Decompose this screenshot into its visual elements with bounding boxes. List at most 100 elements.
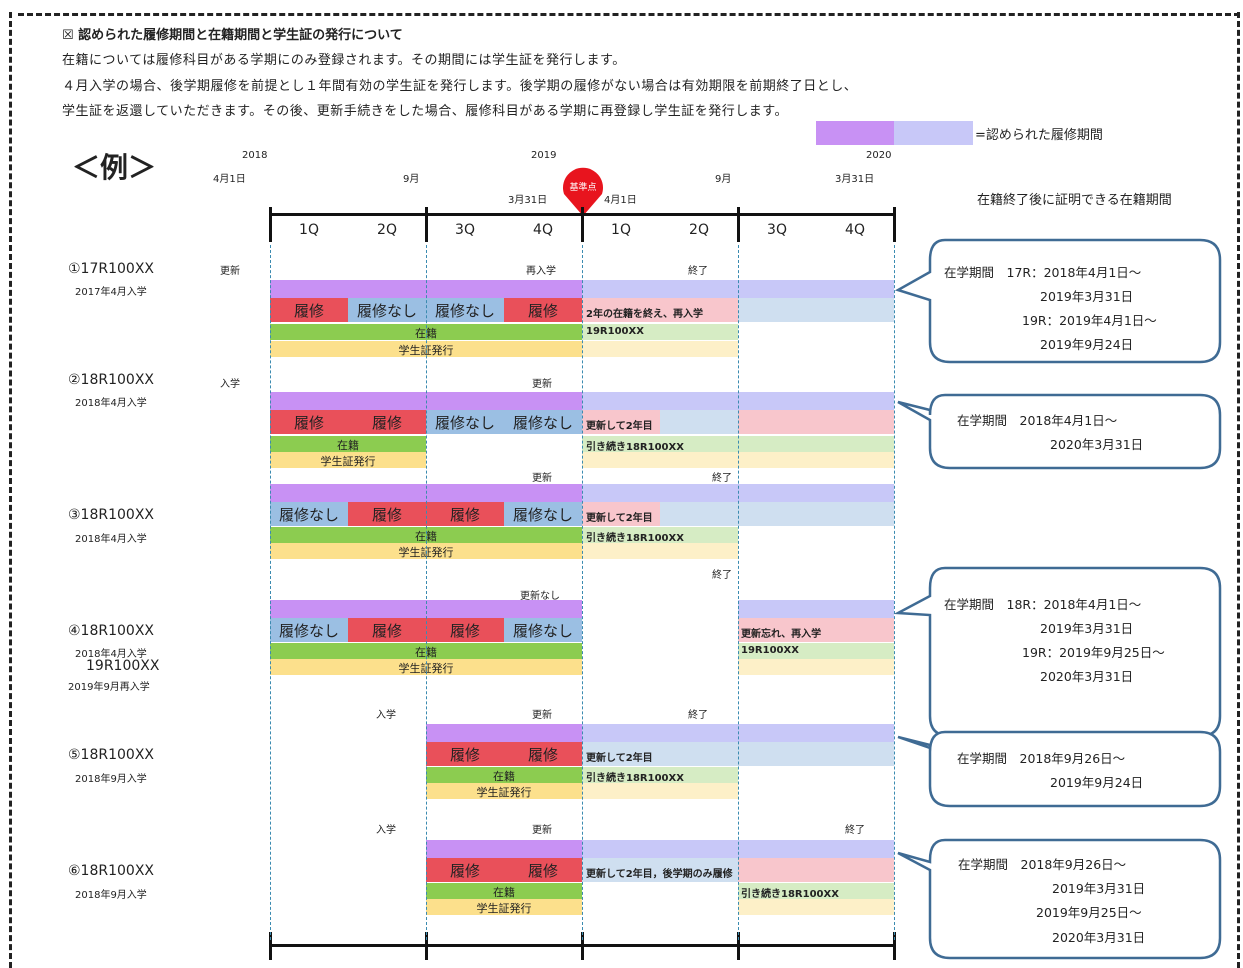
- paragraph-3: 学生証を返還していただきます。その後、更新手続きをした場合、履修科目がある学期に…: [62, 104, 789, 119]
- tick: [737, 932, 740, 960]
- right-column-header: 在籍終了後に証明できる在籍期間: [977, 193, 1172, 208]
- future-rishu-block: [738, 410, 894, 434]
- event-label: 更新: [532, 379, 552, 390]
- event-label: 更新: [220, 266, 240, 277]
- note: 引き続き18R100XX: [741, 889, 839, 900]
- date-mar31-2020: 3月31日: [835, 174, 875, 185]
- student-name: ①17R100XX: [68, 261, 154, 277]
- note: 19R100XX: [741, 645, 799, 656]
- quarter-label: 3Q: [455, 222, 475, 238]
- id-card-label: 学生証発行: [476, 902, 532, 915]
- callout-4-line-1: 在学期間 18R：2018年4月1日～: [944, 597, 1142, 612]
- event-label: 終了: [688, 266, 708, 277]
- quarter-label: 2Q: [689, 222, 709, 238]
- no-rishu-block: 履修なし: [270, 502, 348, 526]
- frame-top-border: [18, 13, 1240, 16]
- event-label: 終了: [688, 710, 708, 721]
- rishu-block: 履修: [504, 298, 582, 322]
- future-block: [660, 502, 894, 526]
- rishu-block: 履修: [348, 618, 426, 642]
- id-card-label: 学生証発行: [476, 786, 532, 799]
- student-entry: 2018年4月入学: [75, 398, 147, 409]
- base-point-marker-icon: [563, 167, 603, 216]
- guide-line: [894, 245, 895, 940]
- event-label: 再入学: [526, 266, 556, 277]
- student-name: ③18R100XX: [68, 507, 154, 523]
- callout-2: [897, 393, 1222, 470]
- tick: [893, 207, 896, 242]
- student-name-2: 19R100XX: [86, 658, 160, 674]
- legend-swatch-light: [894, 121, 973, 145]
- tick: [269, 932, 272, 960]
- event-label: 終了: [845, 825, 865, 836]
- note: 更新して2年目: [586, 513, 653, 524]
- id-card-bar: [270, 452, 426, 468]
- date-mar31-2019: 3月31日: [508, 195, 548, 206]
- note: 更新して2年目，後学期のみ履修: [586, 869, 733, 880]
- rishu-block: 履修: [348, 502, 426, 526]
- rishu-block: 履修: [426, 858, 504, 882]
- no-rishu-block: 履修なし: [426, 410, 504, 434]
- rishu-block: 履修: [426, 502, 504, 526]
- rishu-block: 履修: [348, 410, 426, 434]
- note: 2年の在籍を終え、再入学: [586, 309, 703, 320]
- guide-line: [270, 245, 271, 940]
- future-rishu-block: [738, 858, 894, 882]
- callout-1-line-2: 2019年3月31日: [1040, 289, 1134, 304]
- event-label: 入学: [376, 825, 396, 836]
- date-sep-2019: 9月: [715, 174, 732, 185]
- tick: [425, 932, 428, 960]
- callout-6-line-4: 2020年3月31日: [1052, 930, 1146, 945]
- student-name: ④18R100XX: [68, 623, 154, 639]
- no-rishu-block: 履修なし: [504, 410, 582, 434]
- callout-6-line-2: 2019年3月31日: [1052, 881, 1146, 896]
- student-entry: 2018年9月入学: [75, 774, 147, 785]
- guide-line: [738, 245, 739, 940]
- event-label: 入学: [220, 379, 240, 390]
- future-rishu-block: [582, 410, 660, 434]
- student-name: ②18R100XX: [68, 372, 154, 388]
- rishu-block: 履修: [426, 742, 504, 766]
- rishu-block: 履修: [504, 858, 582, 882]
- id-card-bar: [426, 783, 582, 799]
- quarter-label: 4Q: [845, 222, 865, 238]
- id-card-label: 学生証発行: [320, 455, 376, 468]
- no-rishu-block: 履修なし: [348, 298, 426, 322]
- callout-1-line-4: 2019年9月24日: [1040, 337, 1134, 352]
- future-rishu-block: [582, 502, 660, 526]
- note: 更新して2年目: [586, 753, 653, 764]
- approved-period-bar: [738, 600, 894, 618]
- year-2020: 2020: [866, 150, 892, 161]
- tick: [893, 932, 896, 960]
- legend-swatch-dark: [816, 121, 894, 145]
- student-entry: 2018年4月入学: [75, 534, 147, 545]
- callout-4-line-4: 2020年3月31日: [1040, 669, 1134, 684]
- rishu-block: 履修: [426, 618, 504, 642]
- enrollment-label: 在籍: [493, 770, 515, 783]
- frame-right-border: [1237, 12, 1240, 968]
- page-heading: ☒ 認められた履修期間と在籍期間と学生証の発行について: [62, 28, 403, 43]
- tick: [737, 207, 740, 242]
- year-2019: 2019: [531, 150, 557, 161]
- event-label: 更新なし: [520, 591, 560, 602]
- event-label: 更新: [532, 710, 552, 721]
- note: 引き続き18R100XX: [586, 533, 684, 544]
- event-label: 終了: [712, 570, 732, 581]
- callout-4-line-2: 2019年3月31日: [1040, 621, 1134, 636]
- callout-5-line-2: 2019年9月24日: [1050, 775, 1144, 790]
- id-card-bar-future: [582, 341, 738, 357]
- id-card-bar-future: [738, 899, 894, 915]
- example-label: ＜例＞: [72, 151, 157, 184]
- enrollment-bar: [426, 883, 582, 899]
- id-card-bar-future: [582, 543, 738, 559]
- event-label: 入学: [376, 710, 396, 721]
- enrollment-bar: [270, 436, 426, 452]
- id-card-bar-future: [582, 783, 738, 799]
- frame-left-border: [9, 12, 12, 968]
- future-rishu-block: [738, 618, 894, 642]
- event-label: 更新: [532, 473, 552, 484]
- student-name: ⑥18R100XX: [68, 863, 154, 879]
- student-name: ⑤18R100XX: [68, 747, 154, 763]
- no-rishu-block: 履修なし: [504, 502, 582, 526]
- event-label: 終了: [712, 473, 732, 484]
